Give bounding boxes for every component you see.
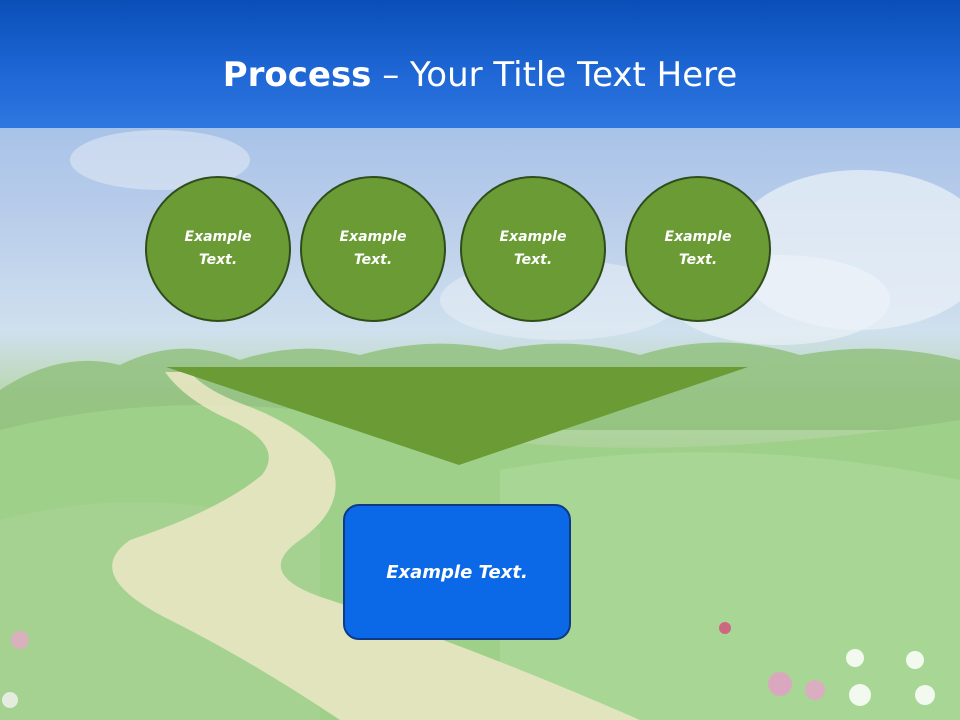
slide-title: Process – Your Title Text Here <box>0 52 960 98</box>
funnel-arrow <box>166 367 748 465</box>
title-bold: Process <box>222 55 372 95</box>
title-bar: Process – Your Title Text Here <box>0 0 960 128</box>
circle-line2: Text. <box>353 252 393 268</box>
circle-line2: Text. <box>198 252 238 268</box>
circle-line1: Example <box>664 229 732 245</box>
title-rest: – Your Title Text Here <box>371 55 738 95</box>
circle-line1: Example <box>499 229 567 245</box>
result-box-text: Example Text. <box>386 561 528 583</box>
circle-line2: Text. <box>678 252 718 268</box>
result-box: Example Text. <box>343 504 571 640</box>
circle-line1: Example <box>184 229 252 245</box>
circle-line1: Example <box>339 229 407 245</box>
circle-line2: Text. <box>513 252 553 268</box>
